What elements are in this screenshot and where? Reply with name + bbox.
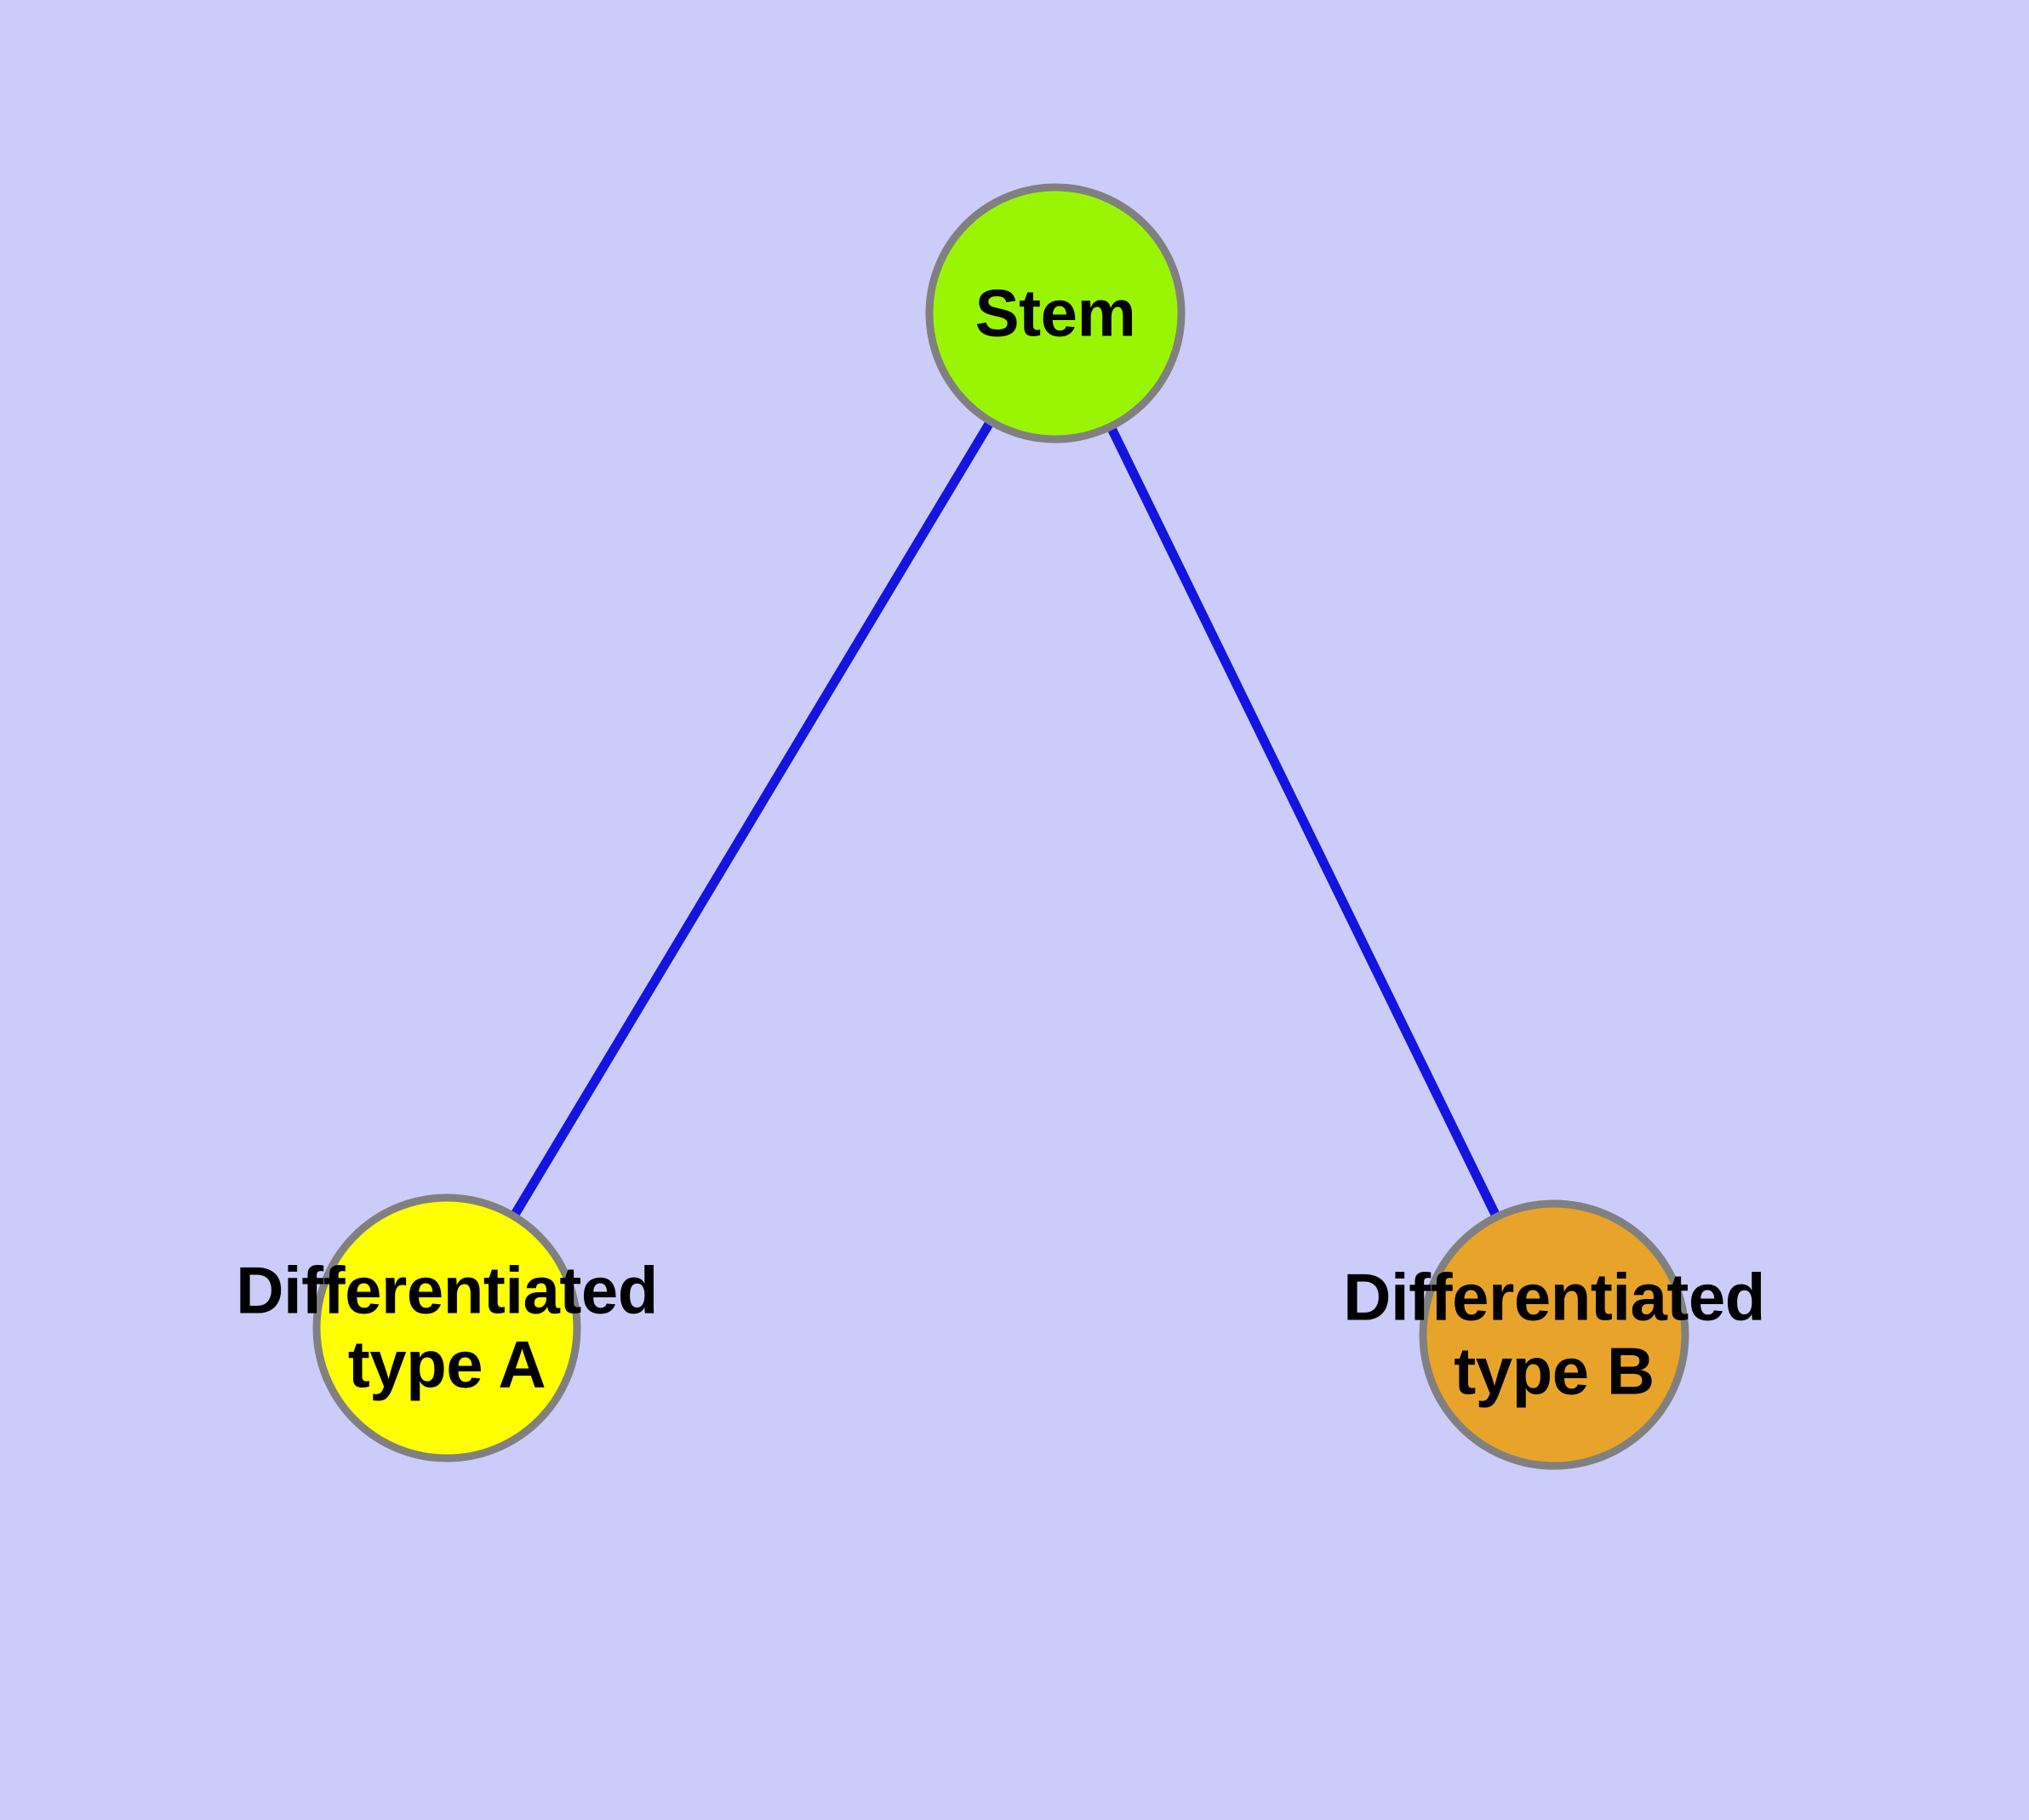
- node-diff_a[interactable]: [312, 1193, 581, 1462]
- node-stem[interactable]: [925, 183, 1186, 444]
- edge-stem-b: [1106, 422, 1502, 1221]
- node-diff_b[interactable]: [1419, 1199, 1689, 1470]
- nodes-layer: [312, 183, 1689, 1470]
- edge-stem-a: [508, 417, 996, 1221]
- edges-layer: [508, 417, 1502, 1221]
